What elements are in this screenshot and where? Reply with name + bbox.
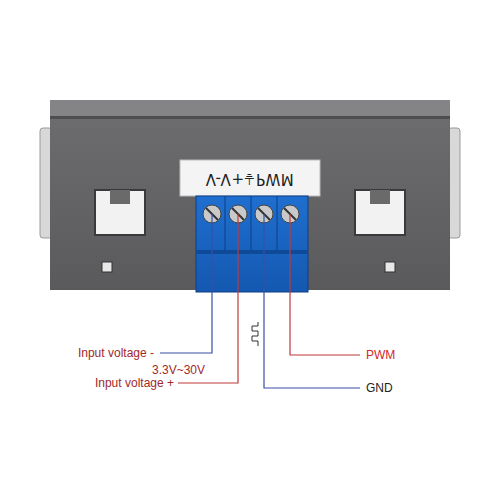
terminal-label: V-V+⏚PWM: [206, 171, 295, 186]
wire-label: Input voltage +: [95, 377, 174, 389]
wire-label: Input voltage -: [78, 347, 154, 359]
voltage-range: 3.3V~30V: [152, 364, 205, 376]
signal-label: PWM: [366, 349, 395, 361]
pwm-symbol: [252, 322, 258, 346]
pin-label: GND: [366, 382, 393, 394]
